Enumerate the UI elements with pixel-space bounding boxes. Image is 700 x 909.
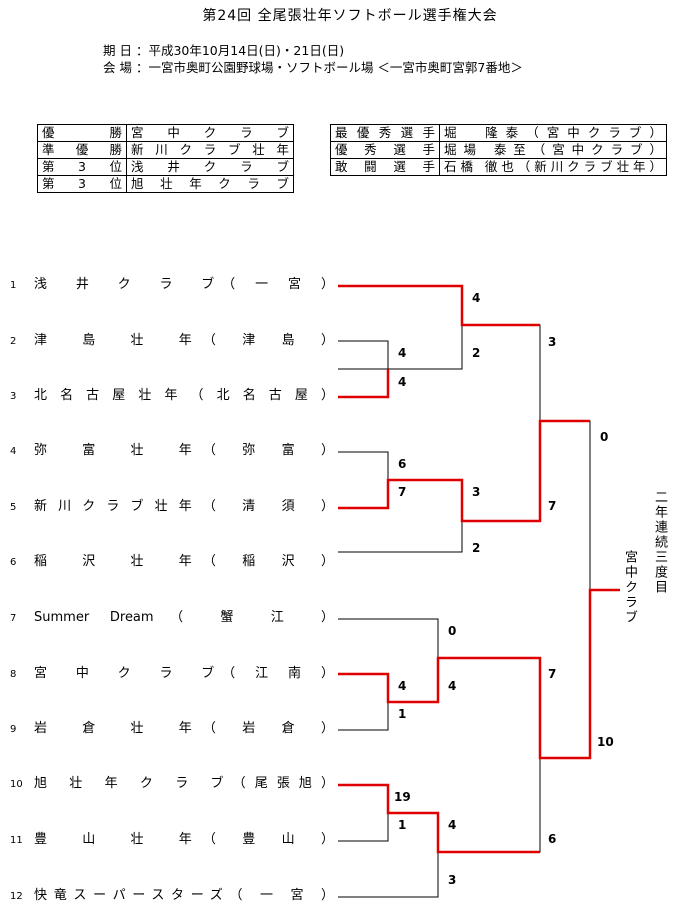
award-player: 堀場 泰至（宮中クラブ） [439, 141, 667, 159]
award-row: 最優秀選手堀 隆泰（宮中クラブ） [330, 124, 667, 142]
team-number: 6 [10, 557, 17, 568]
score-label: 4 [398, 346, 406, 360]
page-title: 第24回 全尾張壮年ソフトボール選手権大会 [202, 8, 498, 24]
team-entry: 8 宮 中 ク ラ ブ（ 江 南 ） [10, 664, 334, 684]
team-number: 10 [10, 779, 23, 790]
score-label: 4 [448, 679, 456, 693]
result-team: 新川クラブ壮年 [126, 141, 294, 159]
score-label: 2 [472, 346, 480, 360]
bracket-line [338, 340, 389, 370]
result-team: 浅井クラブ [126, 158, 294, 176]
team-entry: 11 豊 山 壮 年（ 豊 山 ） [10, 830, 334, 850]
team-number: 2 [10, 336, 17, 347]
team-name: 浅 井 ク ラ ブ（ 一 宮 ） [34, 277, 334, 292]
award-label: 優秀選手 [330, 141, 440, 159]
team-entry: 10 旭 壮 年 ク ラ ブ（尾張旭） [10, 774, 334, 794]
schedule-line: 期 日 ：平成30年10月14日(日)・21日(日) [103, 43, 345, 58]
bracket-line [338, 451, 389, 509]
team-entry: 7 Summer Dream（ 蟹 江 ） [10, 608, 334, 628]
score-label: 7 [548, 667, 556, 681]
result-team: 宮中クラブ [126, 124, 294, 142]
result-row: 優勝宮中クラブ [37, 124, 294, 142]
score-label: 4 [398, 375, 406, 389]
score-label: 3 [548, 335, 556, 349]
result-label: 準優勝 [37, 141, 127, 159]
award-row: 優秀選手堀場 泰至（宮中クラブ） [330, 141, 667, 159]
score-label: 10 [597, 735, 614, 749]
result-team: 旭壮年クラブ [126, 175, 294, 193]
team-entry: 6 稲 沢 壮 年（ 稲 沢 ） [10, 552, 334, 572]
team-name: 北名古屋壮年（北名古屋） [34, 388, 334, 403]
team-number: 3 [10, 391, 17, 402]
team-number: 8 [10, 669, 17, 680]
venue-line: 会 場 ：一宮市奥町公園野球場・ソフトボール場 ＜一宮市奥町宮郭7番地＞ [103, 60, 523, 75]
score-label: 1 [398, 707, 406, 721]
team-number: 1 [10, 280, 17, 291]
result-row: 第3位旭壮年クラブ [37, 175, 294, 193]
result-label: 優勝 [37, 124, 127, 142]
team-name: 岩 倉 壮 年（ 岩 倉 ） [34, 721, 334, 736]
team-name: 宮 中 ク ラ ブ（ 江 南 ） [34, 666, 334, 681]
team-number: 11 [10, 835, 23, 846]
team-name: 稲 沢 壮 年（ 稲 沢 ） [34, 554, 334, 569]
team-name: Summer Dream（ 蟹 江 ） [34, 610, 334, 625]
team-name: 旭 壮 年 ク ラ ブ（尾張旭） [34, 776, 334, 791]
winner-path [338, 783, 540, 854]
award-row: 敢闘選手石橋 徹也（新川クラブ壮年） [330, 158, 667, 176]
award-label: 最優秀選手 [330, 124, 440, 142]
award-label: 敢闘選手 [330, 158, 440, 176]
score-label: 0 [600, 430, 608, 444]
team-name: 新川クラブ壮年（ 清 須 ） [34, 499, 334, 514]
team-number: 5 [10, 502, 17, 513]
winner-path [338, 419, 590, 523]
team-entry: 3 北名古屋壮年（北名古屋） [10, 386, 334, 406]
winner-path [338, 588, 620, 760]
team-number: 9 [10, 724, 17, 735]
team-name: 弥 富 壮 年（ 弥 富 ） [34, 443, 334, 458]
result-label: 第3位 [37, 175, 127, 193]
team-number: 12 [10, 891, 23, 902]
team-entry: 2 津 島 壮 年（ 津 島 ） [10, 331, 334, 351]
score-label: 4 [398, 679, 406, 693]
bracket-line [338, 673, 389, 731]
champion-name: 宮中クラブ [622, 550, 637, 625]
score-label: 6 [548, 832, 556, 846]
results-table: 優勝宮中クラブ 準優勝新川クラブ壮年 第3位浅井クラブ 第3位旭壮年クラブ [37, 124, 294, 193]
score-label: 2 [472, 541, 480, 555]
score-label: 19 [394, 790, 411, 804]
score-label: 3 [472, 485, 480, 499]
award-player: 石橋 徹也（新川クラブ壮年） [439, 158, 667, 176]
team-entry: 1 浅 井 ク ラ ブ（ 一 宮 ） [10, 275, 334, 295]
result-row: 準優勝新川クラブ壮年 [37, 141, 294, 159]
score-label: 6 [398, 457, 406, 471]
team-name: 快竜スーパースターズ（ 一 宮 ） [34, 888, 334, 903]
winner-path [338, 369, 390, 399]
team-entry: 5 新川クラブ壮年（ 清 須 ） [10, 497, 334, 517]
team-number: 7 [10, 613, 17, 624]
bracket-line [338, 784, 389, 842]
individual-awards-table: 最優秀選手堀 隆泰（宮中クラブ） 優秀選手堀場 泰至（宮中クラブ） 敢闘選手石橋… [330, 124, 667, 176]
team-number: 4 [10, 446, 17, 457]
score-label: 4 [472, 291, 480, 305]
team-entry: 12 快竜スーパースターズ（ 一 宮 ） [10, 886, 334, 906]
score-label: 1 [398, 818, 406, 832]
score-label: 7 [548, 499, 556, 513]
winner-path [338, 284, 540, 327]
score-label: 7 [398, 485, 406, 499]
score-label: 4 [448, 818, 456, 832]
team-name: 豊 山 壮 年（ 豊 山 ） [34, 832, 334, 847]
team-entry: 9 岩 倉 壮 年（ 岩 倉 ） [10, 719, 334, 739]
team-entry: 4 弥 富 壮 年（ 弥 富 ） [10, 441, 334, 461]
score-label: 0 [448, 624, 456, 638]
team-name: 津 島 壮 年（ 津 島 ） [34, 333, 334, 348]
bracket-line [540, 420, 591, 759]
champion-note: 二年連続三度目 [652, 490, 667, 595]
score-label: 3 [448, 873, 456, 887]
